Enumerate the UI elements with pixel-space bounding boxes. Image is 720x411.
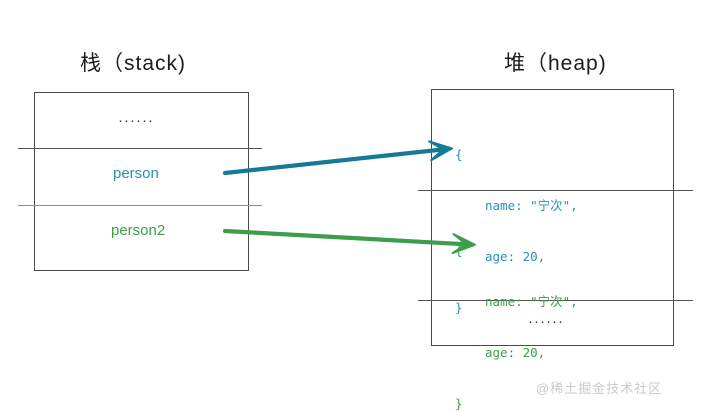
stack-cell-person2: person2: [111, 222, 166, 239]
heap-title: 堆（heap): [504, 52, 607, 75]
stack-cell-person: person: [113, 165, 159, 182]
heap-divider-2: [418, 300, 693, 301]
heap-object-1-close-brace: }: [455, 300, 463, 315]
stack-cell-ellipsis: ······: [118, 112, 154, 129]
heap-object-1-age-line: age: 20,: [485, 249, 546, 264]
arrow-person-to-object-1: [222, 140, 454, 176]
heap-object-1-name-line: name: "宁次",: [485, 198, 578, 213]
stack-divider-1: [18, 148, 262, 149]
heap-object-2-name-line: name: "宁次",: [485, 294, 578, 309]
heap-object-2: { name: "宁次", age: 20, }: [455, 208, 578, 411]
heap-cell-ellipsis: ······: [528, 313, 564, 330]
stack-divider-2: [18, 205, 262, 206]
heap-object-2-open-brace: {: [455, 243, 463, 258]
heap-box: [431, 89, 674, 346]
stack-box: [34, 92, 249, 271]
heap-object-1: { name: "宁次", age: 20, }: [455, 112, 578, 350]
heap-divider-1: [418, 190, 693, 191]
heap-object-2-age-line: age: 20,: [485, 345, 546, 360]
stack-title: 栈（stack): [80, 52, 187, 75]
heap-object-1-open-brace: {: [455, 147, 463, 162]
watermark: @稀土掘金技术社区: [536, 381, 663, 396]
heap-object-2-close-brace: }: [455, 396, 463, 411]
